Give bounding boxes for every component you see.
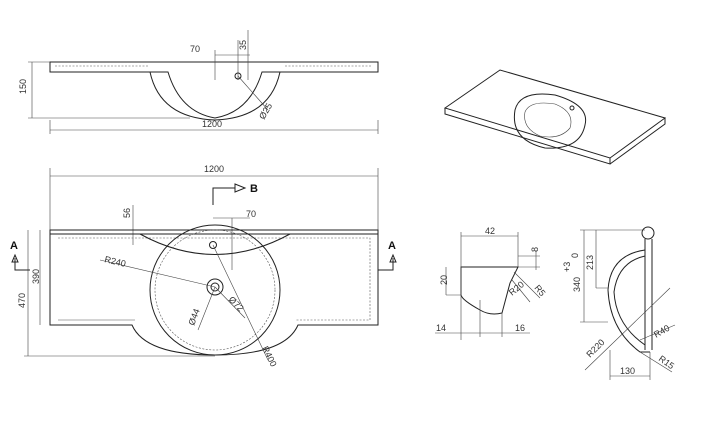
dim-470: 470 (17, 293, 27, 308)
plan-view: 1200 B 70 56 R240 R400 Ø44 Ø72 390 470 A… (10, 164, 397, 368)
dim-r40: R40 (652, 323, 671, 340)
front-outline (49, 61, 379, 119)
section-tap (641, 226, 655, 240)
bowl-outer (149, 224, 281, 356)
isometric-view (443, 69, 667, 165)
edge-detail: 42 8 20 14 16 R20 R5 (435, 226, 548, 340)
dim-d72: Ø72 (227, 294, 246, 313)
iso-bowl-inner (524, 102, 572, 138)
leader-r400 (212, 244, 269, 361)
dim-r220: R220 (584, 337, 606, 359)
drain-44 (210, 282, 220, 292)
dim-70-front: 70 (190, 44, 200, 54)
dim-line-1200-plan (49, 168, 379, 230)
tap-hole (234, 72, 242, 80)
drain-72 (206, 278, 224, 296)
dim-213: 213 (585, 255, 595, 270)
dim-line-1200-front (49, 120, 379, 134)
dim-150: 150 (18, 79, 28, 94)
dim-35: 35 (238, 40, 248, 50)
section-back-wall (644, 239, 653, 350)
section-b-arrow (234, 183, 247, 193)
dim-130: 130 (620, 366, 635, 376)
dim-r20: R20 (507, 279, 526, 297)
iso-edges (444, 108, 666, 165)
dim-line-70-plan (213, 217, 250, 270)
front-view: 150 1200 70 35 Ø25 (18, 30, 379, 134)
dim-d44: Ø44 (186, 307, 201, 326)
bowl-inner (154, 229, 276, 351)
section-dim-lines (580, 229, 651, 380)
dim-r240: R240 (104, 254, 127, 269)
edge-dim-lines (435, 232, 540, 340)
section-a-left-label: A (10, 240, 18, 252)
bowl-profile (149, 71, 281, 121)
dim-tol-plus: +3 (562, 262, 572, 272)
dim-20: 20 (439, 275, 449, 285)
iso-bowl (513, 93, 587, 149)
section-a-left-arrow (11, 253, 30, 271)
dim-line-150 (28, 61, 190, 119)
plan-hidden-edge (58, 237, 371, 321)
dim-340: 340 (572, 277, 582, 292)
section-a-right-arrow (378, 253, 397, 271)
dim-line-70 (214, 30, 250, 80)
dim-56: 56 (122, 208, 132, 218)
iso-top (443, 69, 667, 159)
section-b-view: +3 0 340 213 130 R220 R40 R15 (562, 226, 676, 380)
dim-16: 16 (515, 323, 525, 333)
dim-8: 8 (530, 247, 540, 252)
dim-390: 390 (31, 269, 41, 284)
dim-14: 14 (436, 323, 446, 333)
leader-d72 (214, 286, 246, 319)
plan-tap-hole (209, 241, 217, 249)
dim-1200-front: 1200 (202, 119, 222, 129)
edge-radius-leaders (511, 271, 541, 303)
iso-tap-hole (569, 105, 575, 111)
section-bowl-wall (607, 249, 650, 353)
dim-42: 42 (485, 226, 495, 236)
leader-d44 (197, 286, 216, 331)
leader-d25 (237, 75, 269, 111)
section-b-line (212, 187, 235, 205)
plan-front-curve (139, 233, 291, 255)
leader-r240 (99, 259, 216, 288)
section-b-label: B (250, 183, 258, 195)
section-a-right-label: A (388, 240, 396, 252)
dim-1200-plan: 1200 (204, 164, 224, 174)
section-radius-leaders (584, 287, 676, 373)
dim-tol-zero: 0 (570, 253, 580, 258)
dim-d25: Ø25 (257, 101, 274, 121)
dim-lines-depth (24, 230, 215, 357)
dim-70-plan: 70 (246, 209, 256, 219)
dim-r400: R400 (260, 344, 278, 368)
dim-r5: R5 (532, 283, 547, 298)
